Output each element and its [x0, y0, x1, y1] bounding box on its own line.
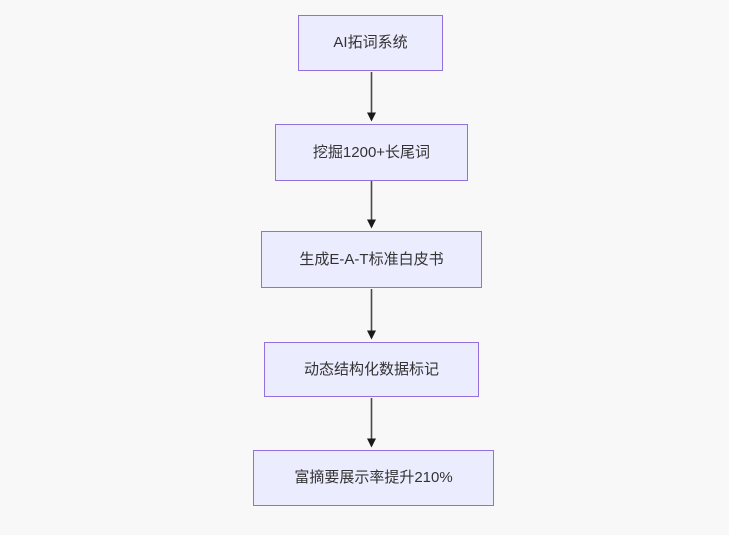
flow-node-rich-snippet-rate-increase: 富摘要展示率提升210%	[253, 450, 494, 506]
flow-node-generate-eat-whitepaper: 生成E-A-T标准白皮书	[261, 231, 482, 288]
flow-node-ai-word-expansion-system: AI拓词系统	[298, 15, 443, 71]
flow-node-label: 挖掘1200+长尾词	[312, 143, 431, 161]
flow-node-label: 富摘要展示率提升210%	[294, 469, 453, 487]
flow-node-label: 生成E-A-T标准白皮书	[299, 250, 444, 268]
flow-node-label: 动态结构化数据标记	[303, 360, 439, 378]
flow-node-mine-longtail-keywords: 挖掘1200+长尾词	[275, 124, 468, 181]
flow-node-label: AI拓词系统	[333, 34, 408, 52]
flow-node-dynamic-structured-data-markup: 动态结构化数据标记	[264, 342, 479, 397]
